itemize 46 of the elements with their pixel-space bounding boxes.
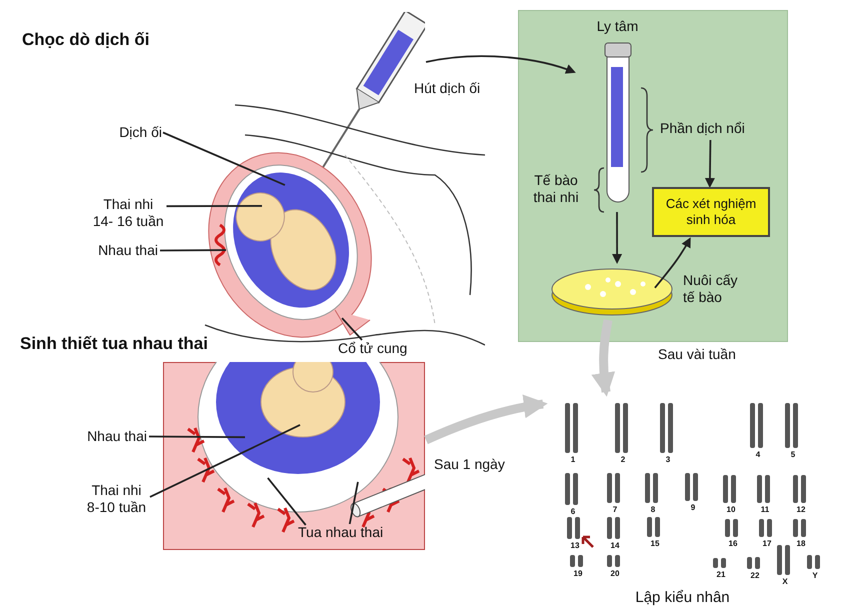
section-heading: Chọc dò dịch ối: [22, 30, 150, 50]
chromosome-number: 3: [664, 455, 672, 464]
chromosome-number: 7: [612, 505, 618, 514]
chromosome-number: 18: [796, 539, 806, 548]
chromosome-number: Y: [811, 571, 819, 580]
chromosome-number: 2: [620, 455, 626, 464]
chromosome-number: 20: [610, 569, 620, 578]
chromosome-number: X: [781, 577, 789, 586]
chromosome-number: 12: [796, 505, 806, 514]
callout-label: Nhau thai: [97, 242, 158, 259]
callout-label: Phần dịch nổi: [660, 120, 746, 137]
caption-label: Lập kiểu nhân: [634, 589, 731, 606]
edge-label: Hút dịch ối: [412, 80, 482, 97]
step-label: Ly tâm: [596, 18, 640, 35]
chromosome-number: 21: [716, 570, 726, 579]
caption-label: Nuôi cấy tế bào: [683, 272, 738, 306]
chromosome-number: 6: [570, 507, 576, 516]
arrow: [424, 394, 548, 444]
chromosome-number: 8: [650, 505, 656, 514]
chromosome-number: 5: [790, 450, 796, 459]
chromosome-number: 14: [610, 541, 620, 550]
section-heading: Sinh thiết tua nhau thai: [20, 334, 208, 354]
arrow: [654, 237, 691, 288]
chromosome-number: 19: [572, 569, 584, 578]
chromosome-number: 10: [726, 505, 736, 514]
chromosome-number: 9: [690, 503, 696, 512]
callout-label: Thai nhi 8-10 tuần: [86, 482, 148, 516]
arrow: [704, 140, 715, 188]
edge-label: Sau 1 ngày: [432, 456, 507, 474]
chromosome-number: 17: [762, 539, 772, 548]
chromosome-number: 15: [650, 539, 660, 548]
process-box: Các xét nghiệm sinh hóa: [652, 187, 770, 237]
arrow: [426, 55, 576, 74]
callout-label: Tua nhau thai: [298, 524, 384, 541]
callout-label: Thai nhi 14- 16 tuần: [92, 196, 164, 230]
callout-label: Nhau thai: [86, 428, 147, 445]
arrow: [612, 212, 622, 264]
chromosome-number: 11: [760, 505, 770, 514]
callout-label: Cổ tử cung: [338, 340, 408, 357]
callout-label: Tế bào thai nhi: [532, 172, 580, 206]
chromosome-number: 1: [570, 455, 576, 464]
chromosome-number: 13: [570, 541, 580, 550]
chromosome-number: 4: [754, 450, 762, 459]
chromosome-number: 16: [728, 539, 738, 548]
callout-label: Dịch ối: [118, 124, 162, 141]
chromosome-number: 22: [750, 571, 760, 580]
